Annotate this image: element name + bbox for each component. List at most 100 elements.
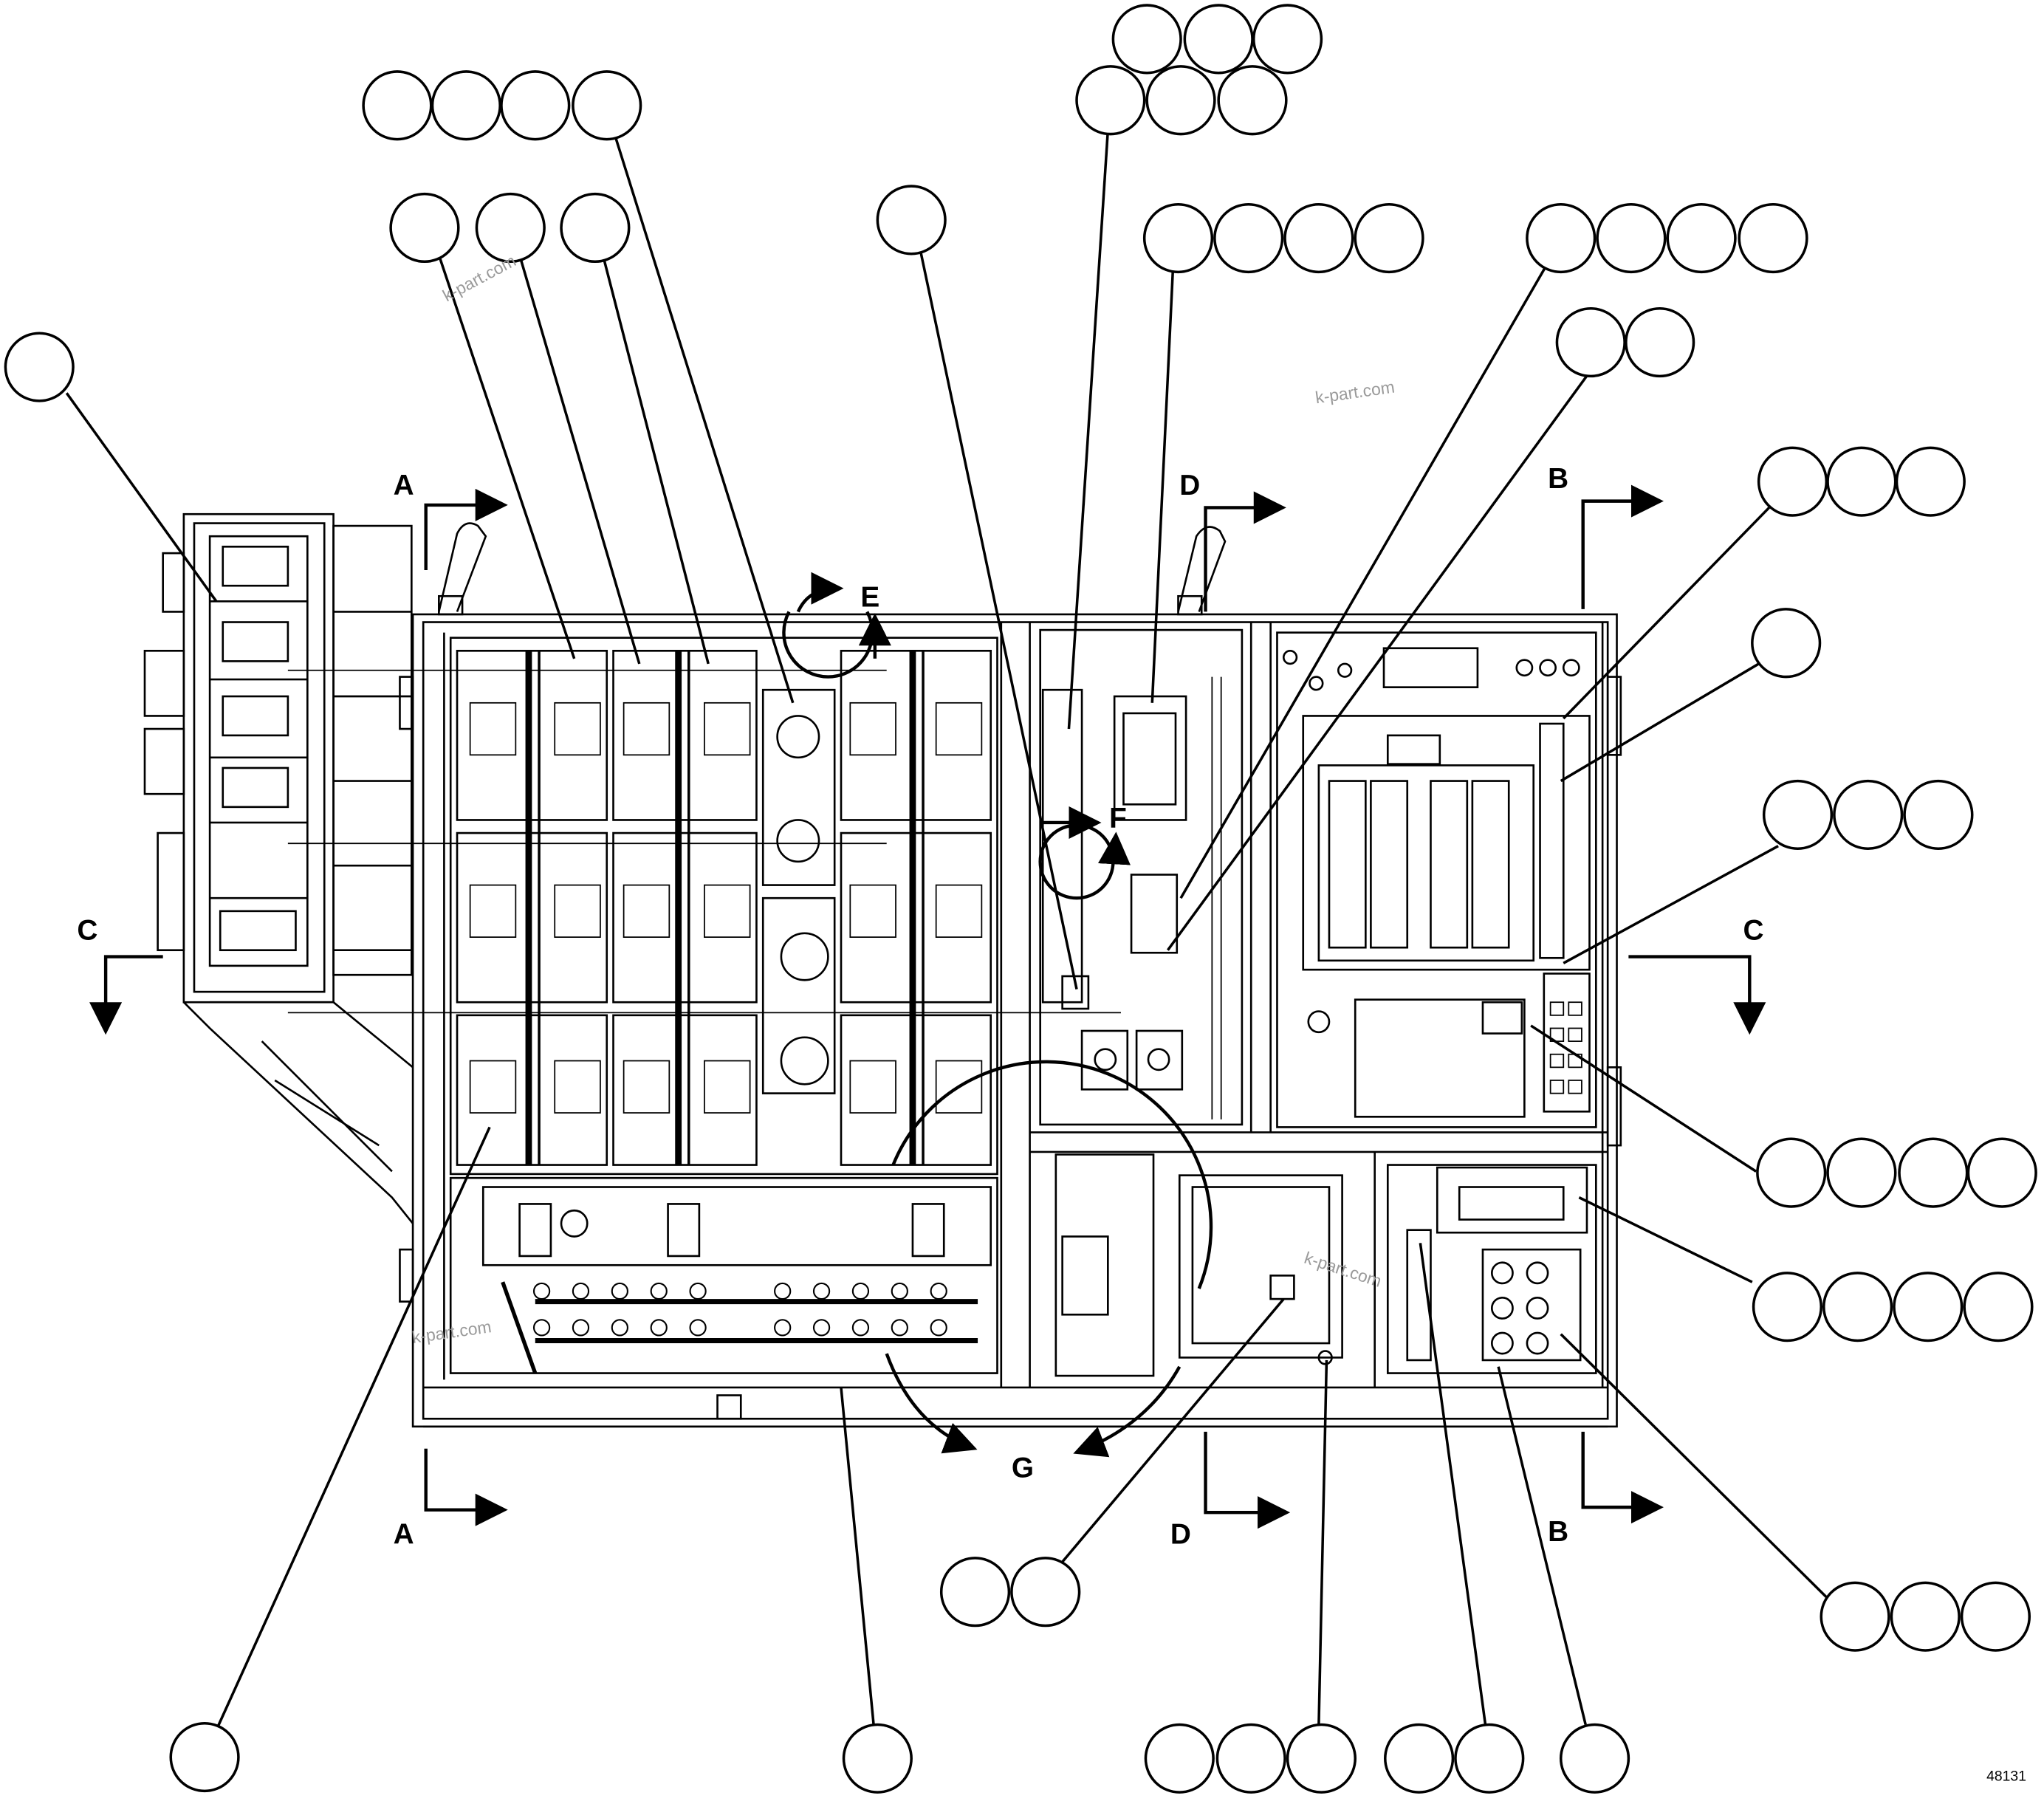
callout-bubble: [431, 70, 501, 141]
callout-bubble: [842, 1723, 913, 1794]
callout-bubble: [876, 185, 947, 255]
callout-bubble: [560, 192, 631, 264]
section-label-c-left: C: [77, 915, 97, 947]
callout-group-10: [4, 332, 75, 402]
callout-bubble: [362, 70, 433, 141]
callout-bubble: [1963, 1272, 2034, 1342]
power-module-bay: [449, 572, 998, 1176]
callout-bubble: [1756, 1137, 1827, 1208]
callout-group-5: [876, 185, 947, 255]
callout-bubble: [1893, 1272, 1964, 1342]
leader-lines: [65, 129, 1831, 1728]
callout-bubble: [1895, 446, 1966, 517]
section-label-a-bottom: A: [394, 1518, 414, 1550]
callout-bubble: [1596, 202, 1667, 274]
callout-group-1: [362, 70, 642, 141]
callout-bubble: [4, 332, 75, 402]
callout-bubble: [1215, 1723, 1286, 1794]
callout-group-9: [1555, 306, 1695, 378]
callout-bubble: [1283, 202, 1354, 274]
callout-group-11: [1757, 446, 1966, 517]
callout-bubble: [1111, 4, 1182, 75]
callout-bubble: [1890, 1581, 1961, 1652]
watermark-1: k-part.com: [439, 251, 519, 306]
callout-group-17: [169, 1721, 240, 1793]
callout-bubble: [1217, 65, 1288, 136]
callout-bubble: [1145, 65, 1216, 136]
callout-bubble: [1144, 1723, 1215, 1794]
center-control-bay: [1038, 628, 1244, 1126]
reference-lines: [287, 669, 1121, 1014]
callout-bubble: [1213, 202, 1284, 274]
callout-group-22: [842, 1723, 913, 1794]
detail-label-g: G: [1012, 1453, 1034, 1484]
callout-bubble: [1075, 65, 1146, 136]
section-arrows: [89, 484, 1766, 1529]
callout-bubble: [1903, 779, 1974, 850]
section-label-a-top: A: [394, 470, 414, 501]
callout-group-4: [560, 192, 631, 264]
callout-bubble: [500, 70, 571, 141]
figure-number: 48131: [1986, 1768, 2026, 1784]
callout-group-7: [1142, 202, 1424, 274]
lower-bays: [716, 1153, 1597, 1420]
bus-bar-panel: [449, 1060, 1213, 1458]
callout-bubble: [1960, 1581, 2031, 1652]
callout-bubble: [1966, 1137, 2037, 1208]
section-label-d-top: D: [1179, 470, 1200, 501]
section-label-b-bottom: B: [1548, 1516, 1568, 1548]
callout-bubble: [1757, 446, 1828, 517]
right-control-bay: [1276, 631, 1597, 1128]
callout-bubble: [1252, 4, 1323, 75]
callout-bubble: [1354, 202, 1424, 274]
cabinet-frame: [399, 522, 1622, 1428]
callout-group-13: [1762, 779, 1974, 850]
callout-bubble: [1559, 1723, 1630, 1794]
callout-group-3: [475, 192, 546, 264]
callout-group-21: [1559, 1723, 1630, 1794]
callout-bubble: [1822, 1272, 1893, 1342]
callout-bubble: [1898, 1137, 1969, 1208]
callout-group-14: [1756, 1137, 2037, 1208]
callout-bubble: [1820, 1581, 1890, 1652]
callout-bubble: [1286, 1723, 1357, 1794]
callout-bubble: [1826, 1137, 1897, 1208]
callout-bubble: [475, 192, 546, 264]
callout-bubble: [1762, 779, 1834, 850]
callout-group-8: [1526, 202, 1808, 274]
callout-group-15: [1752, 1272, 2034, 1342]
section-label-b-top: B: [1548, 463, 1568, 495]
callout-bubble: [1010, 1557, 1081, 1628]
detail-label-f: F: [1109, 803, 1127, 834]
detail-label-e: E: [860, 581, 879, 613]
callout-bubble: [1142, 202, 1214, 274]
callout-bubble: [1826, 446, 1897, 517]
callout-bubble: [389, 192, 460, 264]
callout-group-20: [1384, 1723, 1525, 1794]
watermark-2: k-part.com: [1314, 377, 1396, 408]
callout-bubble: [1738, 202, 1808, 274]
callout-bubble: [169, 1721, 240, 1793]
callout-bubble: [1751, 608, 1822, 679]
section-label-c-right: C: [1743, 915, 1763, 947]
callout-bubble: [1183, 4, 1254, 75]
callout-bubble: [1526, 202, 1597, 274]
callout-group-18: [939, 1557, 1081, 1628]
callout-group-12: [1751, 608, 1822, 679]
callout-bubble: [1752, 1272, 1823, 1342]
callout-group-6: [1075, 4, 1323, 136]
callout-group-2: [389, 192, 460, 264]
section-label-d-bottom: D: [1170, 1518, 1191, 1550]
callout-bubble: [1454, 1723, 1525, 1794]
callout-group-16: [1820, 1581, 2031, 1652]
callout-bubble: [1555, 306, 1626, 378]
callout-bubble: [939, 1557, 1011, 1628]
callout-bubble: [572, 70, 642, 141]
callout-bubble: [1833, 779, 1904, 850]
callout-bubble: [1625, 306, 1695, 378]
side-disconnect-enclosure: [143, 512, 414, 1224]
callout-group-19: [1144, 1723, 1357, 1794]
callout-bubble: [1384, 1723, 1455, 1794]
callout-bubble: [1666, 202, 1737, 274]
